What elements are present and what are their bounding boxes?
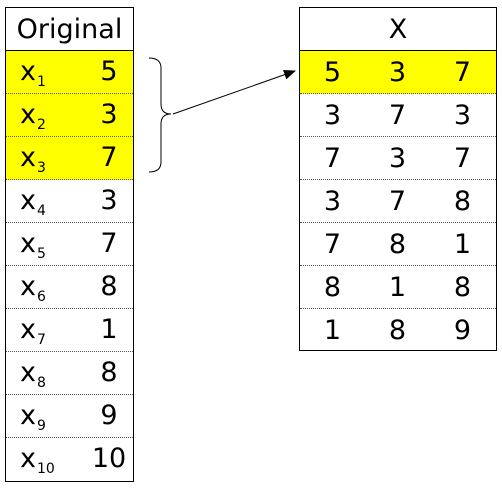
matrix-cell: 8 xyxy=(453,186,472,217)
matrix-row: 3 7 8 xyxy=(300,180,496,223)
matrix-title: X xyxy=(300,8,496,51)
matrix-cell: 7 xyxy=(453,143,472,174)
value-cell: 9 xyxy=(100,400,118,431)
original-row: x4 3 xyxy=(6,180,133,223)
matrix-table: X 5 3 7 3 7 3 7 3 7 3 7 8 7 8 1 8 1 8 1 … xyxy=(299,7,497,351)
original-row: x6 8 xyxy=(6,266,133,309)
variable-label: x4 xyxy=(20,185,46,220)
value-cell: 1 xyxy=(100,314,118,345)
matrix-cell: 1 xyxy=(453,229,472,260)
variable-label: x9 xyxy=(20,400,46,435)
value-cell: 10 xyxy=(91,443,127,474)
matrix-row: 7 3 7 xyxy=(300,137,496,180)
matrix-cell: 8 xyxy=(388,315,407,346)
original-row: x2 3 xyxy=(6,94,133,137)
matrix-cell: 7 xyxy=(453,57,472,88)
matrix-cell: 8 xyxy=(453,272,472,303)
original-row: x7 1 xyxy=(6,309,133,352)
original-title: Original xyxy=(6,8,133,51)
value-cell: 8 xyxy=(100,357,118,388)
matrix-row: 8 1 8 xyxy=(300,266,496,309)
variable-label: x8 xyxy=(20,357,46,392)
matrix-row: 5 3 7 xyxy=(300,51,496,94)
variable-label: x10 xyxy=(20,443,55,478)
matrix-cell: 3 xyxy=(323,100,342,131)
variable-label: x3 xyxy=(20,142,46,177)
variable-label: x2 xyxy=(20,99,46,134)
curly-brace xyxy=(148,57,172,173)
matrix-row: 1 8 9 xyxy=(300,309,496,352)
value-cell: 7 xyxy=(100,228,118,259)
value-cell: 8 xyxy=(100,271,118,302)
matrix-cell: 3 xyxy=(388,143,407,174)
variable-label: x7 xyxy=(20,314,46,349)
matrix-cell: 1 xyxy=(388,272,407,303)
variable-label: x6 xyxy=(20,271,46,306)
original-row: x9 9 xyxy=(6,395,133,438)
matrix-cell: 1 xyxy=(323,315,342,346)
matrix-cell: 7 xyxy=(388,100,407,131)
matrix-cell: 3 xyxy=(323,186,342,217)
value-cell: 5 xyxy=(100,56,118,87)
matrix-cell: 8 xyxy=(388,229,407,260)
value-cell: 7 xyxy=(100,142,118,173)
matrix-cell: 3 xyxy=(388,57,407,88)
value-cell: 3 xyxy=(100,185,118,216)
mapping-arrow xyxy=(172,69,296,115)
matrix-cell: 9 xyxy=(453,315,472,346)
value-cell: 3 xyxy=(100,99,118,130)
original-row: x5 7 xyxy=(6,223,133,266)
matrix-cell: 7 xyxy=(323,229,342,260)
variable-label: x5 xyxy=(20,228,46,263)
variable-label: x1 xyxy=(20,56,46,91)
original-row: x8 8 xyxy=(6,352,133,395)
matrix-row: 7 8 1 xyxy=(300,223,496,266)
matrix-cell: 3 xyxy=(453,100,472,131)
matrix-cell: 7 xyxy=(388,186,407,217)
original-row: x10 10 xyxy=(6,438,133,481)
original-table: Original x1 5 x2 3 x3 7 x4 3 x5 7 x6 8 x… xyxy=(5,7,134,482)
matrix-cell: 8 xyxy=(323,272,342,303)
matrix-cell: 5 xyxy=(323,57,342,88)
matrix-row: 3 7 3 xyxy=(300,94,496,137)
original-row: x1 5 xyxy=(6,51,133,94)
matrix-cell: 7 xyxy=(323,143,342,174)
original-row: x3 7 xyxy=(6,137,133,180)
